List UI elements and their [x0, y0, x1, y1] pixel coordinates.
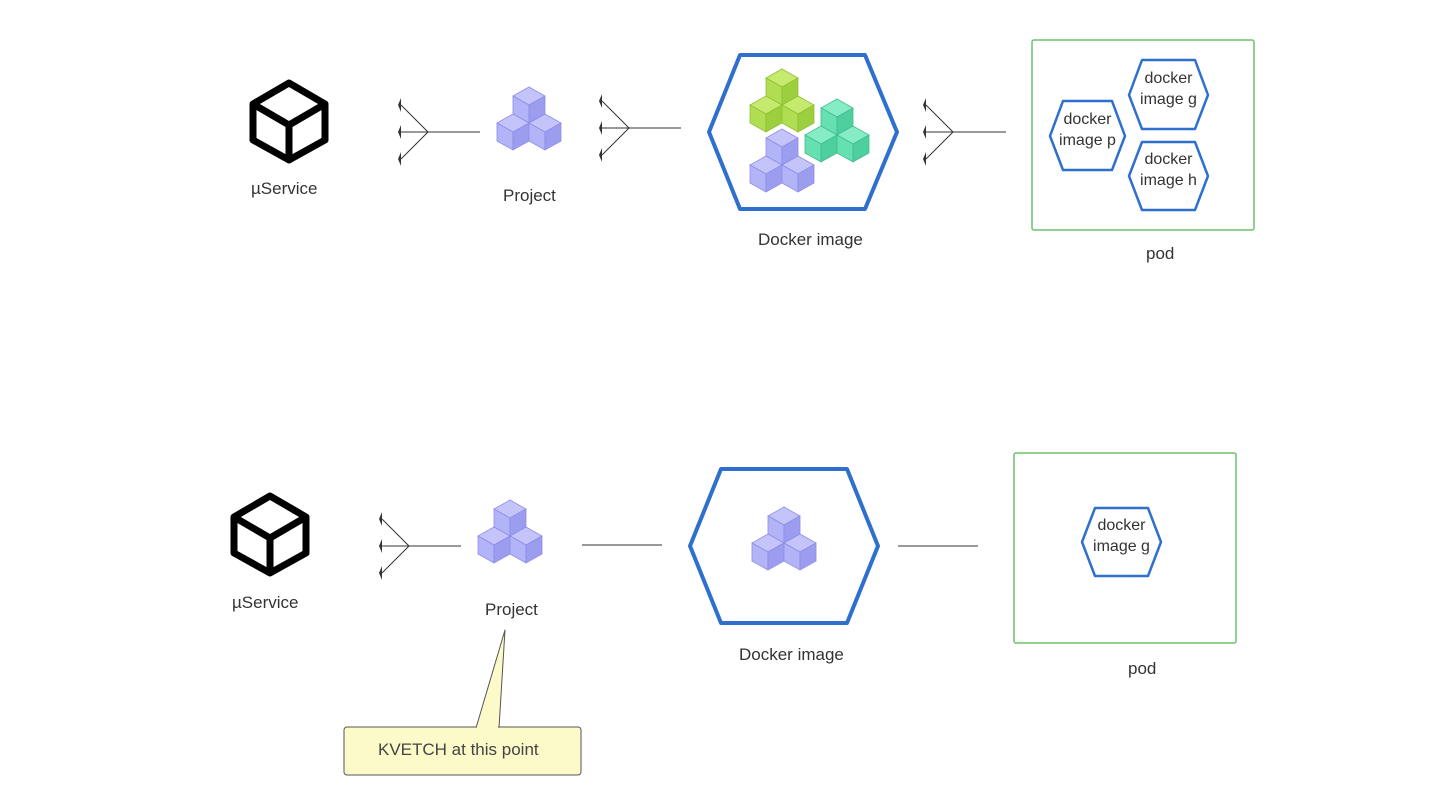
row1-docker-label: Docker image [758, 230, 863, 249]
row1-pod-hex-h-line1: docker [1144, 151, 1193, 168]
row1-pod-hex-g-label: docker image g [1129, 68, 1208, 110]
callout-box [343, 726, 582, 776]
row2-connector-service-project [378, 511, 461, 581]
callout-text: KVETCH at this point [378, 740, 539, 759]
row1-project-icon [497, 87, 561, 150]
row1-pod-hex-g-line2: image g [1140, 91, 1197, 108]
row1-pod-hex-p-label: docker image p [1050, 109, 1125, 151]
row1-connector-docker-pod [922, 97, 1006, 167]
row2-pod-hex-g [1080, 506, 1163, 578]
row1-pod-hex-g-line1: docker [1144, 70, 1193, 87]
row1-pod-hex-p-line1: docker [1063, 111, 1112, 128]
row1-pod-hex-g [1127, 58, 1210, 131]
row1-service-label: µService [251, 179, 318, 198]
row2-project-label: Project [485, 600, 538, 619]
row1-pod-hex-h [1127, 140, 1210, 212]
row1-pod-hex-p-line2: image p [1059, 132, 1116, 149]
row1-pod-hex-h-label: docker image h [1129, 149, 1208, 191]
row1-project-label: Project [503, 186, 556, 205]
row2-pod-hex-g-line1: docker [1097, 517, 1146, 534]
row2-docker-label: Docker image [739, 645, 844, 664]
row2-pod-hex-g-line2: image g [1093, 538, 1150, 555]
row2-service-icon [234, 496, 306, 573]
row1-connector-service-project [397, 97, 480, 167]
row1-pod-hex-h-line2: image h [1140, 172, 1197, 189]
row1-pod-hex-p [1048, 99, 1127, 172]
row1-connector-project-docker [598, 93, 681, 163]
callout-pointer [475, 629, 506, 729]
row2-service-label: µService [232, 593, 299, 612]
row2-pod-hex-g-label: docker image g [1082, 515, 1161, 557]
row2-project-icon [478, 500, 542, 563]
row2-pod-label: pod [1128, 659, 1157, 678]
row1-service-icon [253, 83, 325, 160]
row1-pod-label: pod [1146, 244, 1175, 263]
